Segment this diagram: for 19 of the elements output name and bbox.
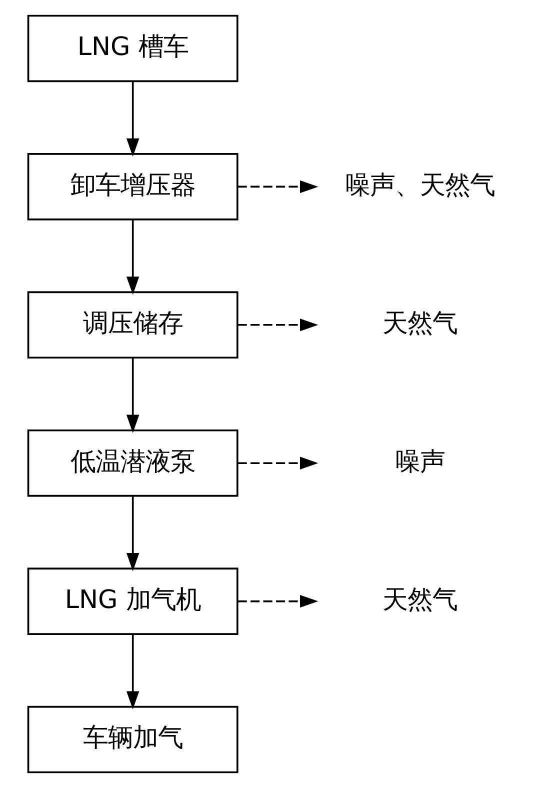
arrow [237,594,318,608]
arrow [237,318,318,332]
arrow [126,634,139,710]
arrow [237,456,318,470]
node-box: 卸车增压器 [26,153,238,220]
node-text: 噪声、天然气 [344,170,495,200]
node-box: LNG 槽车 [26,14,238,82]
arrow [237,180,318,194]
node-text: 噪声 [394,446,445,477]
arrow [126,220,139,295]
node-box: 车辆加气 [26,706,238,774]
arrow [126,358,139,433]
node-box: 低温潜液泵 [26,429,238,497]
arrow [126,496,139,572]
node-text: 天然气 [382,585,458,616]
arrow [126,82,139,157]
node-box: 调压储存 [26,291,238,359]
node-text: 天然气 [382,308,458,339]
node-box: LNG 加气机 [26,568,238,635]
